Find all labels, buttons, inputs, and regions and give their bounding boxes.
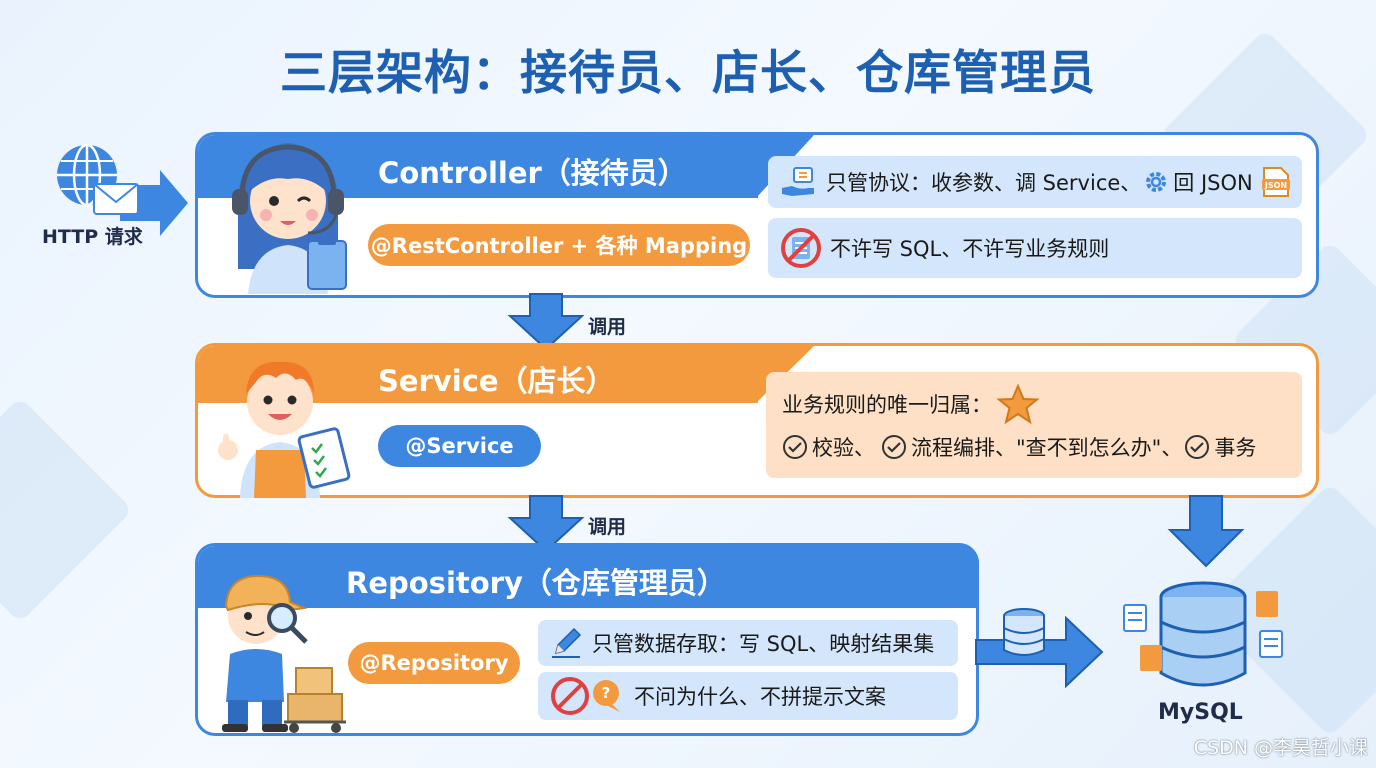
service-note-title: 业务规则的唯一归属： [782, 393, 992, 417]
repository-note-restriction-text: 不问为什么、不拼提示文案 [634, 685, 886, 709]
small-database-icon [1003, 608, 1045, 656]
repository-annotation-pill: @Repository [348, 642, 520, 684]
no-sql-icon [780, 227, 822, 269]
repository-header-band [198, 546, 979, 608]
receptionist-avatar [232, 143, 347, 294]
repository-note-data-access-text: 只管数据存取：写 SQL、映射结果集 [592, 632, 935, 656]
service-title: Service（店长） [378, 364, 615, 398]
page-title: 三层架构：接待员、店长、仓库管理员 [280, 46, 1096, 101]
http-request: HTTP 请求 [20, 140, 190, 250]
no-question-icon: ? [550, 676, 626, 716]
svg-text:?: ? [602, 684, 611, 702]
controller-note-protocol: 只管协议：收参数、调 Service、 回 JSON JSON [768, 156, 1302, 208]
call-label: 调用 [588, 316, 627, 338]
service-layer: Service（店长） @Service 业务规则的唯一归属： 校验、 流程编排… [195, 343, 1319, 498]
check-icon [881, 434, 907, 460]
service-item: 校验、 [812, 436, 875, 460]
controller-note-restriction: 不许写 SQL、不许写业务规则 [768, 218, 1302, 278]
service-annotation-pill: @Service [378, 425, 541, 467]
service-to-db-arrow [1167, 495, 1245, 568]
warehouse-keeper-avatar [222, 574, 346, 733]
call-arrow-down [507, 495, 585, 553]
controller-layer: Controller（接待员） @RestController + 各种 Map… [195, 132, 1319, 298]
mysql-label: MySQL [1158, 700, 1243, 725]
http-request-label: HTTP 请求 [42, 226, 143, 248]
controller-annotation-pill: @RestController + 各种 Mapping [368, 224, 750, 266]
controller-note-protocol-json-text: 回 JSON [1173, 171, 1253, 195]
star-icon [996, 384, 1040, 424]
json-badge-text: JSON [1264, 181, 1287, 190]
controller-note-protocol-text: 只管协议：收参数、调 Service、 [826, 171, 1142, 195]
shop-manager-avatar [218, 361, 351, 498]
service-note: 业务规则的唯一归属： 校验、 流程编排、"查不到怎么办"、 事务 [766, 372, 1302, 478]
database-icon [1123, 581, 1283, 687]
gear-icon [1143, 169, 1169, 195]
check-icon [782, 434, 808, 460]
controller-note-restriction-text: 不许写 SQL、不许写业务规则 [830, 237, 1110, 261]
service-item: 事务 [1214, 436, 1257, 460]
repository-note-restriction: ? 不问为什么、不拼提示文案 [538, 672, 958, 720]
pencil-icon [550, 627, 584, 659]
json-file-icon: JSON [1261, 166, 1291, 198]
repository-note-data-access: 只管数据存取：写 SQL、映射结果集 [538, 620, 958, 666]
repository-title: Repository（仓库管理员） [346, 566, 726, 600]
globe-mail-icon [57, 143, 188, 236]
call-label: 调用 [588, 516, 627, 538]
background-shape [0, 396, 134, 624]
service-item: 流程编排、"查不到怎么办"、 [911, 436, 1183, 460]
repository-layer: Repository（仓库管理员） @Repository 只管数据存取：写 S… [195, 543, 979, 736]
call-arrow-down [507, 293, 585, 351]
hand-data-icon [780, 166, 818, 198]
check-icon [1184, 434, 1210, 460]
controller-title: Controller（接待员） [378, 156, 687, 190]
watermark: CSDN @李昊哲小课 [1193, 737, 1368, 759]
